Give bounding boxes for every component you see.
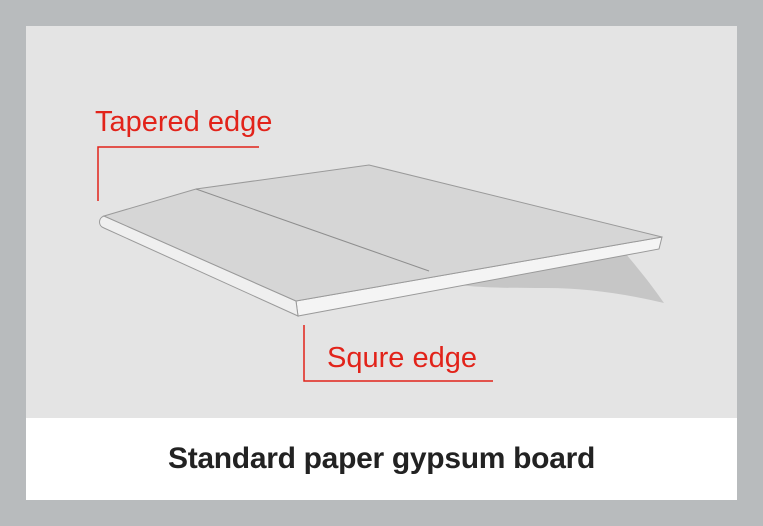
tapered-edge-label: Tapered edge (95, 106, 273, 138)
diagram-caption: Standard paper gypsum board (168, 442, 595, 475)
image-frame: Tapered edge Squre edge Standard paper g… (26, 26, 737, 500)
illustration-area: Tapered edge Squre edge (26, 26, 737, 418)
gypsum-board-diagram (97, 146, 664, 382)
square-edge-leader (303, 325, 493, 382)
caption-band: Standard paper gypsum board (26, 418, 737, 500)
board-top-surface (102, 164, 663, 302)
board-shadow (428, 254, 664, 303)
square-edge-label: Squre edge (327, 342, 477, 374)
board-tapered-edge (99, 215, 299, 317)
board-taper-line (195, 188, 430, 272)
tapered-edge-leader (97, 146, 259, 201)
